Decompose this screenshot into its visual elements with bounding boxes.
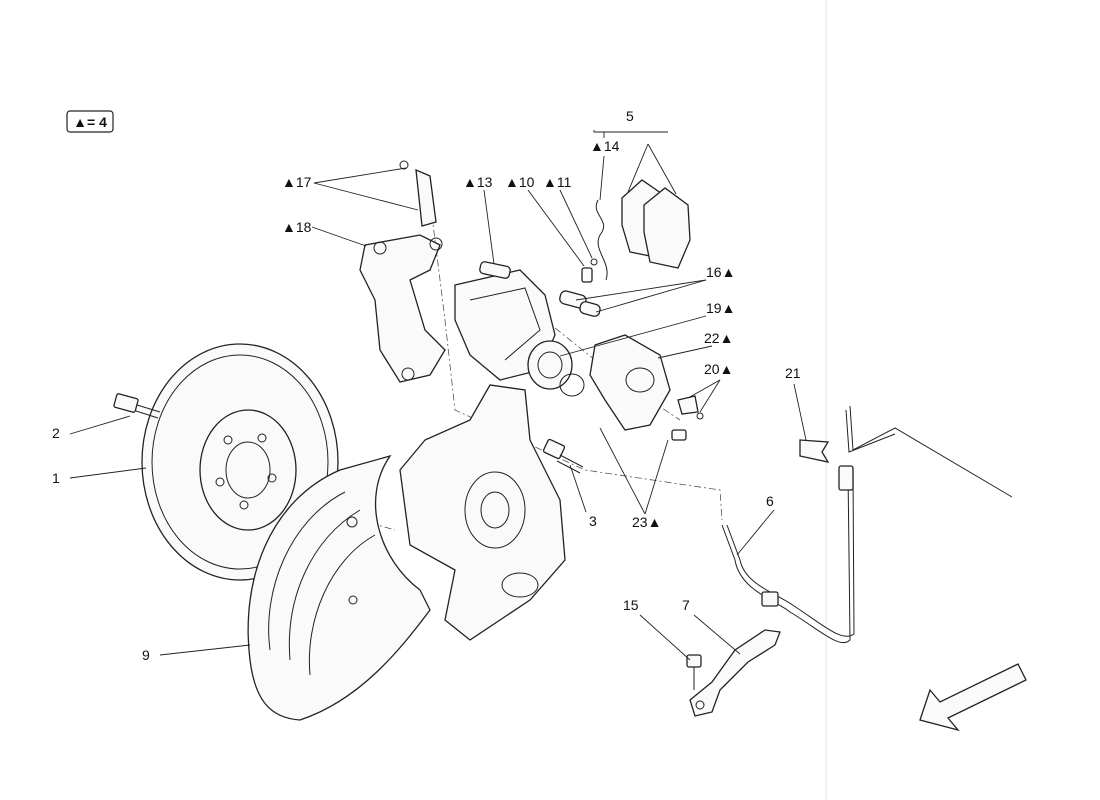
direction-arrow-icon (919, 663, 1027, 732)
callout-16: 16▲ (706, 264, 735, 280)
disc-bolt (113, 393, 161, 419)
leader-lines (69, 130, 807, 661)
callout-20: 20▲ (704, 361, 733, 377)
dust-shield (247, 454, 431, 721)
caliper-bracket (359, 234, 446, 383)
bleed-screw (581, 258, 598, 283)
callout-17: ▲17 (282, 174, 312, 190)
hose-bracket (689, 629, 781, 717)
hose-clip (799, 439, 830, 463)
wear-sensor-wire (595, 199, 608, 281)
actuator-screws (671, 429, 687, 441)
brake-pads (621, 179, 691, 269)
parking-brake-actuator (589, 334, 671, 431)
callout-22: 22▲ (704, 330, 733, 346)
caliper-piston (527, 340, 585, 397)
callout-6: 6 (766, 493, 774, 509)
callout-15: 15 (623, 597, 639, 613)
callout-18: ▲18 (282, 219, 312, 235)
callout-9: 9 (142, 647, 150, 663)
guide-pins (559, 290, 601, 317)
callout-1: 1 (52, 470, 60, 486)
callout-13: ▲13 (463, 174, 493, 190)
callout-2: 2 (52, 425, 60, 441)
knuckle-bolt (542, 438, 584, 474)
callout-11: ▲11 (543, 174, 572, 190)
callout-5: 5 (626, 108, 634, 124)
callout-7: 7 (682, 597, 690, 613)
callout-23: 23▲ (632, 514, 661, 530)
steering-knuckle (399, 384, 566, 641)
brake-line (845, 405, 1013, 498)
legend-key: ▲= 4 (66, 110, 114, 133)
callout-19: 19▲ (706, 300, 735, 316)
callout-labels: 1 2 3 5 6 7 9 ▲10 ▲11 ▲13 ▲14 15 16▲ ▲17… (52, 108, 801, 663)
guide-clip (399, 160, 437, 227)
callout-21: 21 (785, 365, 801, 381)
callout-10: ▲10 (505, 174, 535, 190)
callout-3: 3 (589, 513, 597, 529)
callout-14: ▲14 (590, 138, 620, 154)
mounting-tab (677, 395, 704, 420)
svg-text:▲= 4: ▲= 4 (73, 114, 107, 130)
brake-hose (721, 465, 855, 644)
bracket-screw (686, 654, 702, 690)
